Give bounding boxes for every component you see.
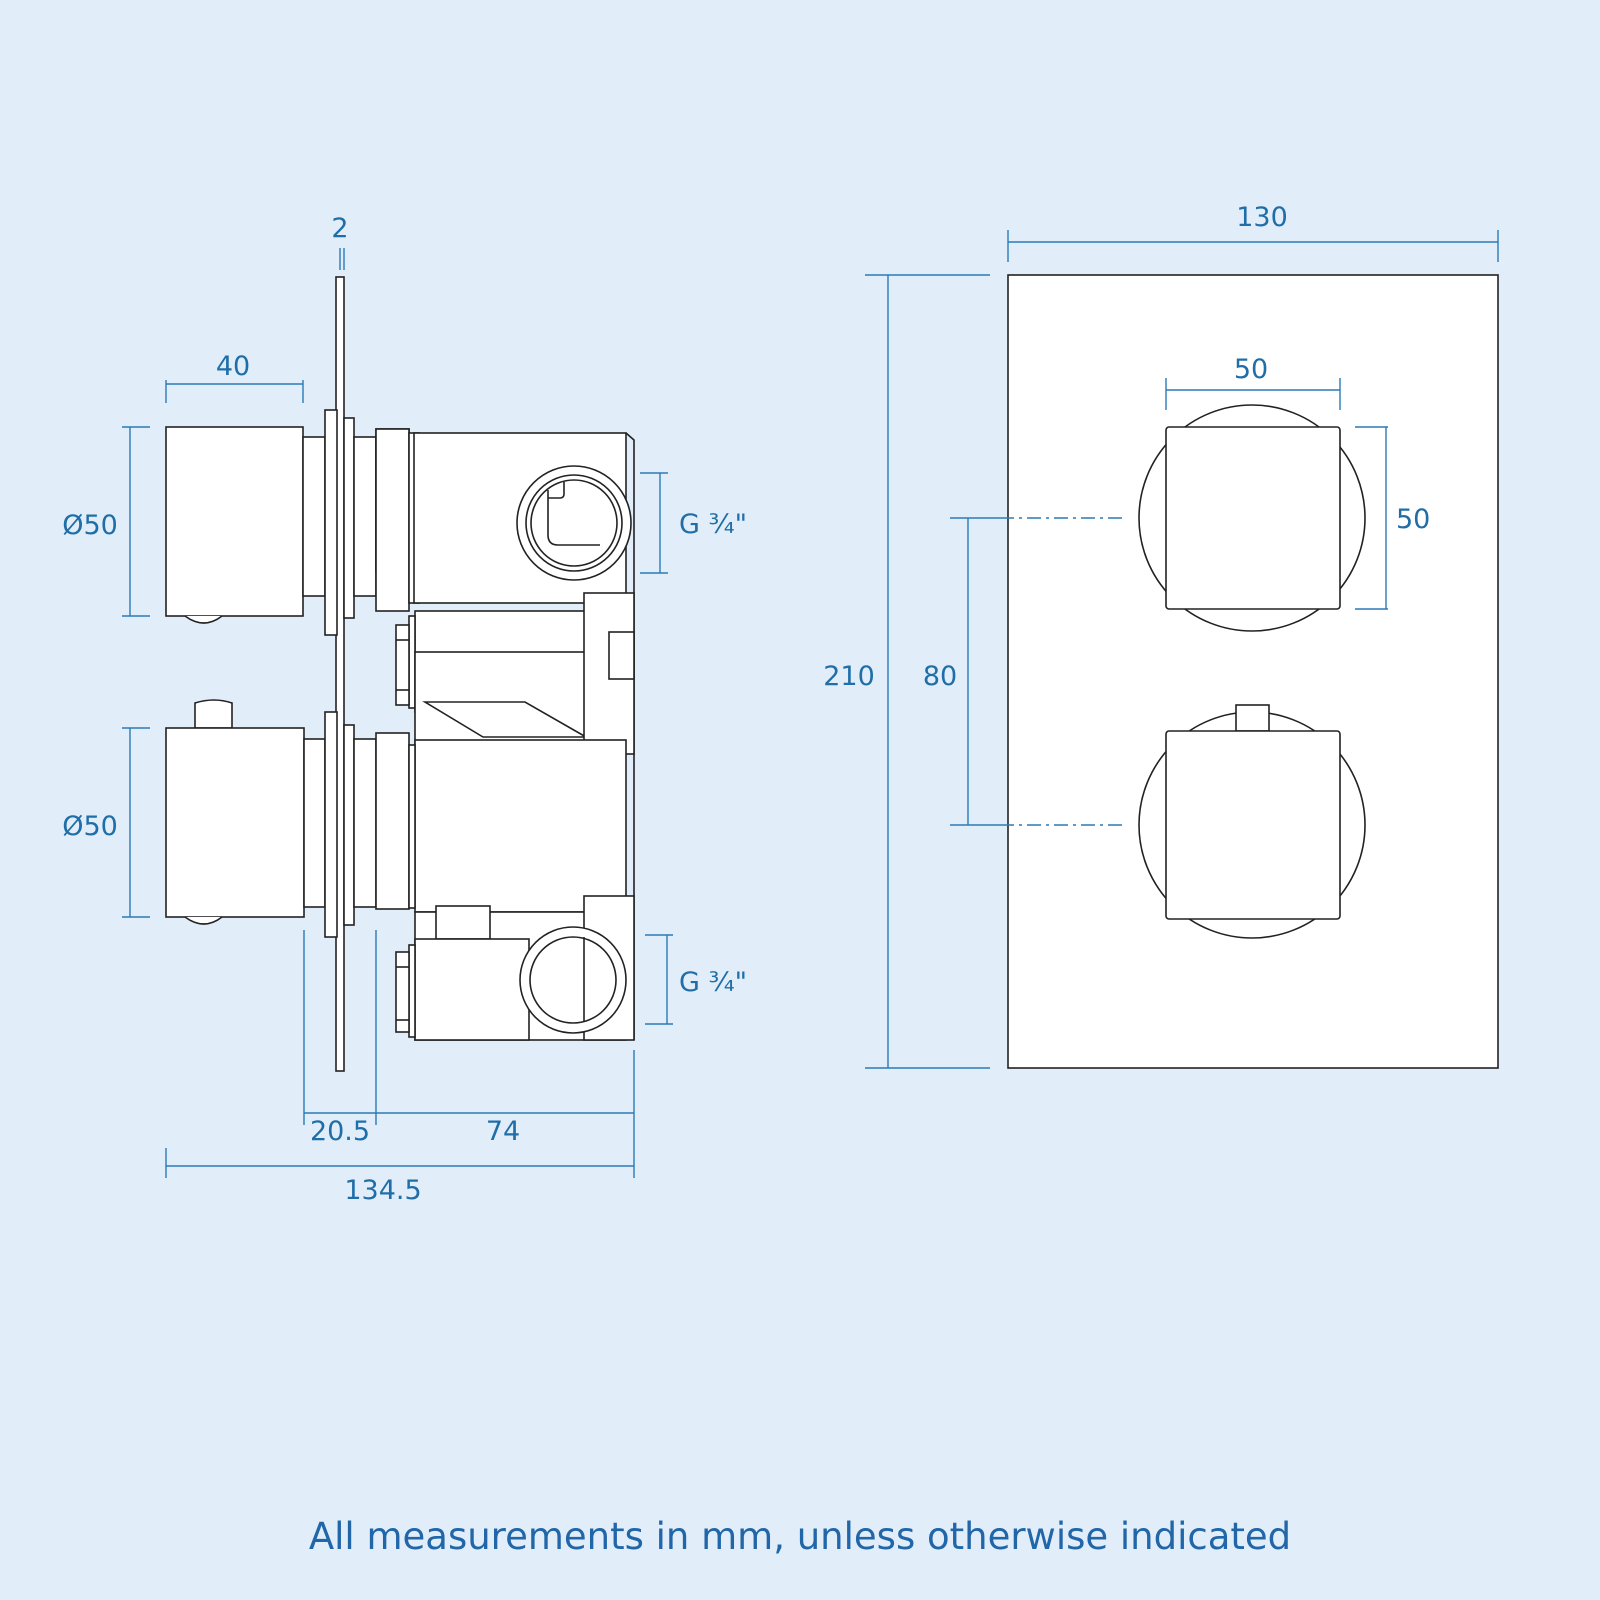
- front-view: 130 210 80 50 50: [823, 202, 1499, 1069]
- caption: All measurements in mm, unless otherwise…: [309, 1515, 1291, 1558]
- dim-spacer-label: 20.5: [310, 1116, 370, 1147]
- dim-handle-height-label: 50: [1396, 504, 1430, 535]
- dim-outlet-bottom-label: G ¾": [679, 967, 747, 998]
- valve-body: [395, 432, 635, 1041]
- dim-plate-label: 2: [331, 213, 348, 244]
- cover-plate: [335, 276, 345, 1072]
- top-handle: [165, 409, 410, 636]
- dim-handle-dia-top-label: Ø50: [62, 510, 118, 541]
- dim-outlet-top-label: G ¾": [679, 509, 747, 540]
- side-view: 2 40 Ø50 Ø50 G ¾" G ¾" 20.5 74 134.5: [62, 213, 747, 1206]
- dim-width-label: 130: [1236, 202, 1288, 233]
- front-plate: [1007, 274, 1499, 1069]
- bottom-knob: [1138, 704, 1366, 939]
- dim-height-label: 210: [823, 661, 875, 692]
- dim-body-label: 74: [486, 1116, 520, 1147]
- dim-handle-depth-label: 40: [216, 351, 250, 382]
- dim-handle-dia-bottom-label: Ø50: [62, 811, 118, 842]
- front-dimensions: 130 210 80 50 50: [823, 202, 1499, 1069]
- dim-handle-width-label: 50: [1234, 354, 1268, 385]
- bottom-handle: [165, 699, 410, 938]
- dim-total-label: 134.5: [344, 1175, 421, 1206]
- dim-centres-label: 80: [923, 661, 957, 692]
- side-dimensions: 2 40 Ø50 Ø50 G ¾" G ¾" 20.5 74 134.5: [62, 213, 747, 1206]
- top-knob: [1138, 404, 1366, 632]
